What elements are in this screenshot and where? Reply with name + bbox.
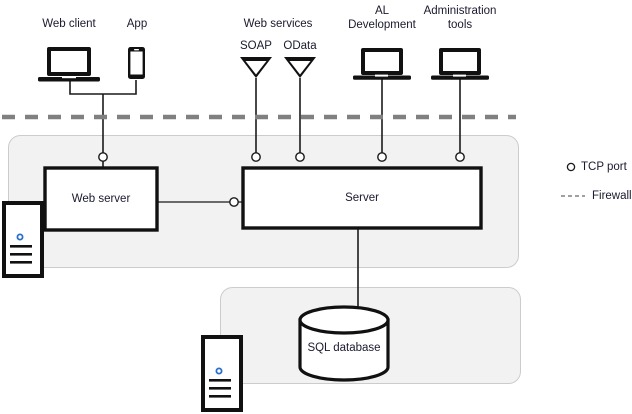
connector-web-client	[69, 80, 137, 95]
funnel-icon	[284, 57, 316, 78]
server-box[interactable]	[241, 166, 483, 230]
laptop-icon	[353, 48, 411, 80]
sql-database-cylinder[interactable]	[298, 305, 390, 382]
tcp-port-icon	[377, 152, 387, 162]
tcp-port-icon	[295, 152, 305, 162]
funnel-icon	[240, 57, 272, 78]
server-tower-icon	[201, 335, 243, 412]
laptop-icon	[431, 48, 489, 80]
smartphone-icon	[128, 47, 145, 79]
legend-tcp-port-icon	[566, 162, 576, 172]
server-tower-icon	[2, 201, 44, 278]
tcp-port-icon	[251, 152, 261, 162]
tcp-port-icon	[229, 197, 239, 207]
tcp-port-icon	[455, 152, 465, 162]
laptop-icon	[38, 47, 100, 82]
sql-database-label: SQL database	[307, 342, 381, 354]
tcp-port-icon	[98, 152, 108, 162]
web-server-box[interactable]	[43, 166, 159, 232]
web-server-label: Web server	[71, 193, 131, 205]
server-label: Server	[345, 192, 379, 204]
